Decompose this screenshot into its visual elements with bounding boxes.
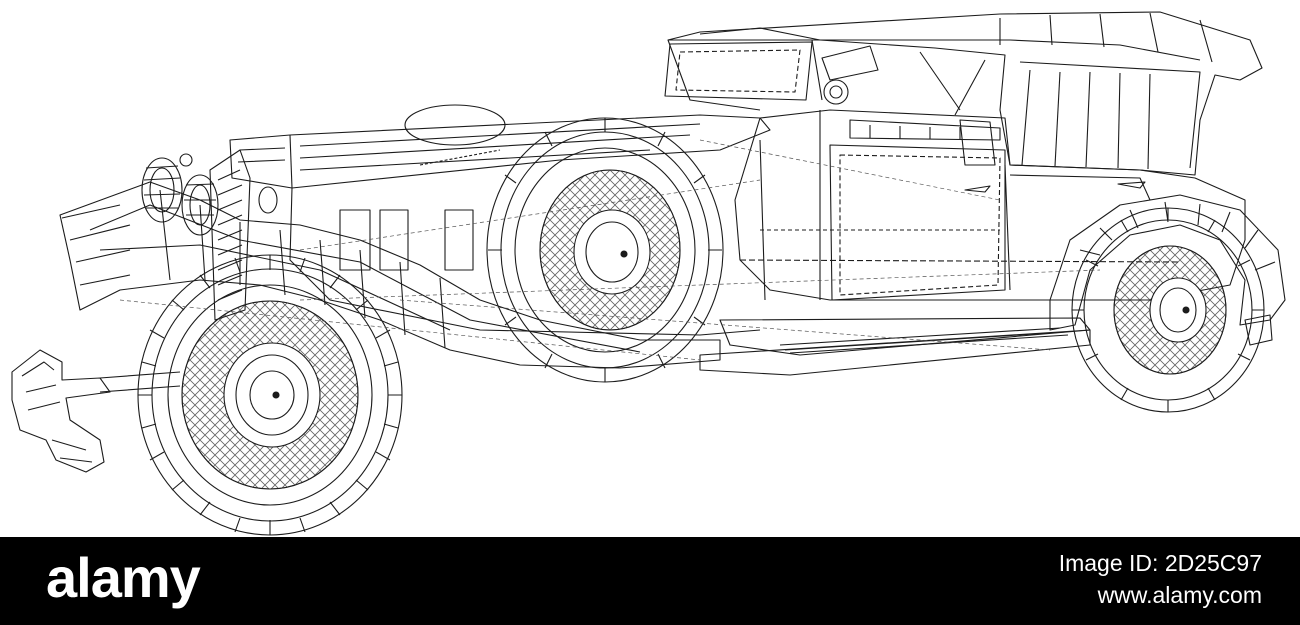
front-bumper (11, 349, 181, 473)
spare-wheel (486, 117, 724, 383)
front-fender (59, 181, 721, 369)
rear-fender (1049, 194, 1286, 346)
vintage-car-wireframe (11, 11, 1286, 536)
spare-wheel-top (404, 104, 506, 146)
car-body (734, 109, 1246, 301)
brand-logo: alamy (46, 546, 201, 609)
windshield (664, 41, 879, 105)
radiator-grille (209, 149, 251, 321)
watermark-footer: alamy Image ID: 2D25C97 www.alamy.com (0, 537, 1300, 625)
construction-lines (119, 139, 1101, 361)
image-meta: Image ID: 2D25C97 www.alamy.com (1059, 549, 1262, 609)
running-board (699, 317, 1091, 376)
soft-top (667, 11, 1263, 176)
front-wheel (137, 254, 403, 536)
rear-wheel (1071, 207, 1265, 413)
image-canvas (11, 11, 1286, 536)
site-url: www.alamy.com (1097, 582, 1262, 608)
image-id-label: Image ID: 2D25C97 (1058, 550, 1262, 576)
hood (229, 114, 771, 336)
headlights (141, 153, 278, 236)
